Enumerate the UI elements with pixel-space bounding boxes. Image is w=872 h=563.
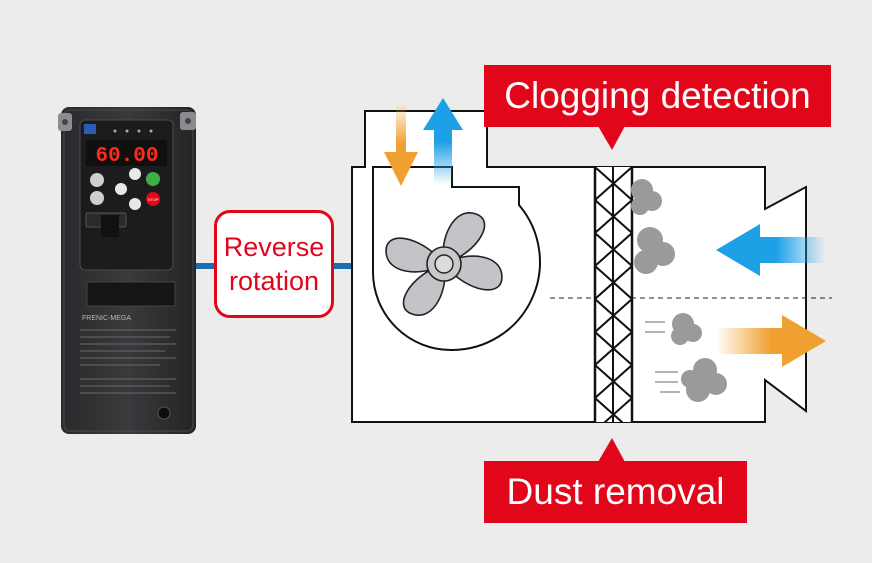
reverse-rotation-callout: Reverse rotation [214,210,334,318]
clogging-detection-label: Clogging detection [484,65,831,127]
intake-up-arrow [423,98,463,185]
dust-removal-label: Dust removal [484,461,747,523]
reverse-rotation-line2: rotation [228,266,320,296]
exhaust-down-arrow [384,102,418,186]
logo-mark [84,124,96,134]
prg-key[interactable] [90,173,104,187]
front-slot [86,281,176,307]
dust-cloud-1 [631,179,662,215]
stop-key[interactable] [146,192,160,206]
reverse-rotation-line1: Reverse [223,232,325,262]
up-key[interactable] [129,168,141,180]
dust-cloud-2 [634,227,675,274]
clog-pointer [598,126,625,150]
display-readout: 60.00 [95,145,158,168]
left-key[interactable] [115,183,127,195]
dust-pointer [598,438,625,462]
dust-cloud-3 [671,313,702,345]
down-key[interactable] [129,198,141,210]
inverter-device: 60.00 STOP FRENIC-MEGA [58,107,196,434]
intake-left-arrow [716,224,826,276]
run-key[interactable] [146,172,160,186]
fan-icon [385,211,503,317]
led-display [86,140,167,166]
dust-cloud-4 [681,358,727,402]
func-key[interactable] [90,191,104,205]
stop-key-label: STOP [148,197,159,202]
exhaust-right-arrow [716,315,826,367]
brand-label: FRENIC-MEGA [82,315,131,322]
dust-cloud-icon [631,179,727,402]
filter-mesh [593,167,634,422]
dust-motion-lines [645,321,680,393]
